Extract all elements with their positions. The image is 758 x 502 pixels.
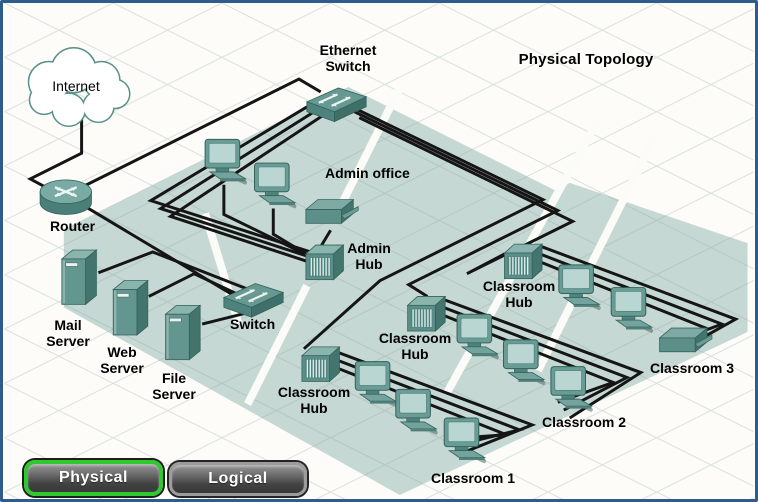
- walkway: [244, 283, 311, 406]
- cable: [442, 298, 645, 420]
- admin-hub-icon: [305, 244, 345, 281]
- logical-view-button[interactable]: Logical: [169, 462, 307, 496]
- file-server-icon: [165, 304, 201, 361]
- walkway: [534, 131, 661, 373]
- classroom-hub-3-icon: [503, 243, 543, 280]
- physical-view-button[interactable]: Physical: [24, 460, 163, 496]
- classroom-hub-1-icon: [301, 346, 341, 383]
- iso-grid: [4, 3, 754, 499]
- mail-server-icon: [61, 249, 97, 305]
- cable-bundle-ethernet-switch-left: [147, 98, 330, 268]
- cable: [442, 305, 631, 412]
- devices: [27, 46, 713, 464]
- cable: [302, 104, 547, 350]
- cable-web-server-switch: [148, 272, 248, 300]
- cable: [353, 110, 562, 298]
- classroom-hub-2-icon: [406, 295, 446, 332]
- walkway: [336, 86, 404, 209]
- topology-canvas: [4, 3, 754, 499]
- router-icon: [39, 179, 92, 215]
- internet-cloud-icon: [27, 46, 131, 127]
- cable: [157, 104, 325, 262]
- cable-router-ethernet-switch: [77, 77, 322, 191]
- cable: [147, 98, 320, 256]
- cable: [333, 349, 537, 455]
- cable-mail-server-switch: [97, 250, 250, 291]
- cable: [167, 110, 330, 268]
- web-server-icon: [112, 280, 149, 336]
